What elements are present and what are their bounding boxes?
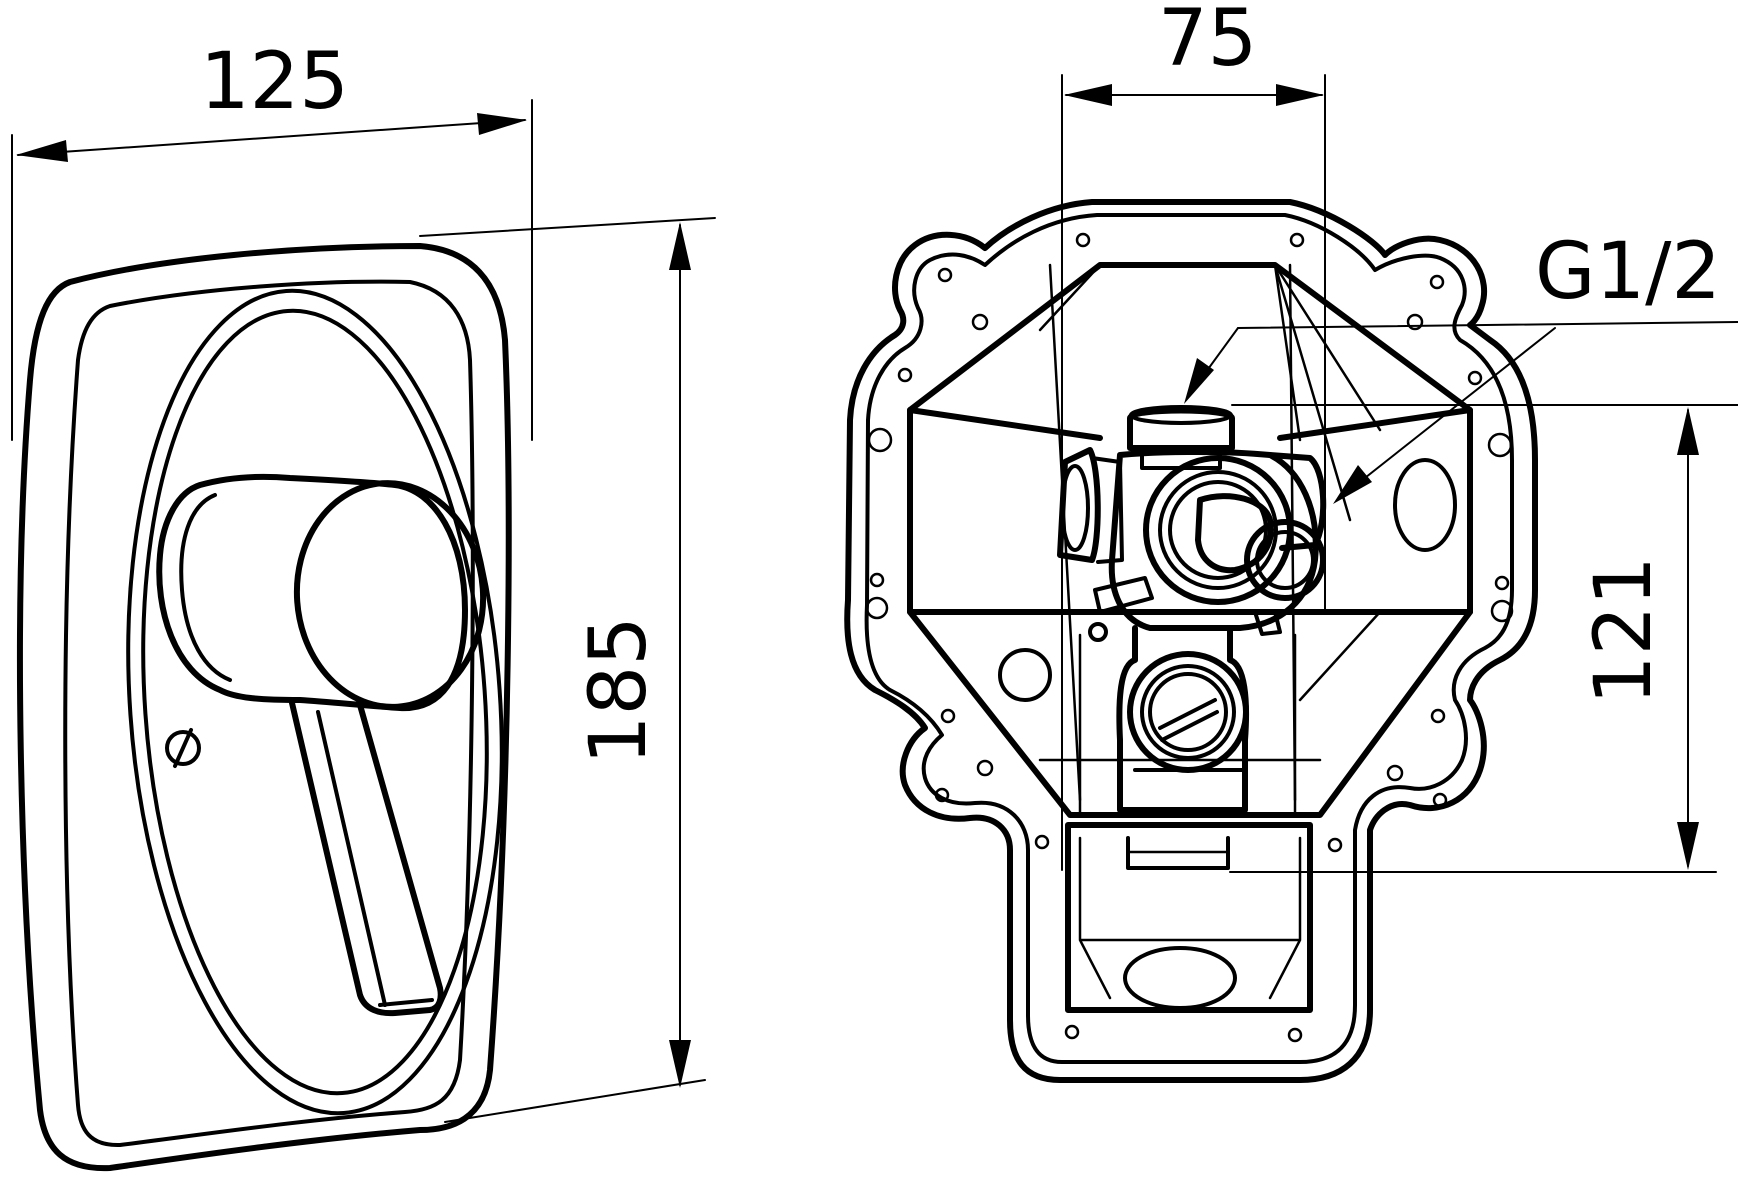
lever-body-end bbox=[293, 480, 487, 710]
rosette-outer bbox=[126, 288, 504, 1116]
bottom-outlet bbox=[1123, 946, 1237, 1010]
knockout-right bbox=[1393, 458, 1457, 552]
dim-125-arrow-right bbox=[477, 113, 527, 135]
dim-125-label: 125 bbox=[200, 37, 349, 127]
cover-plate-bevel bbox=[63, 279, 475, 1148]
dim-125-line bbox=[17, 119, 526, 156]
dim-75-arrow-right bbox=[1276, 84, 1324, 106]
box-top-face bbox=[907, 407, 1103, 441]
frame-diag-1 bbox=[1273, 263, 1382, 432]
lever-handle bbox=[289, 700, 444, 1017]
frame-diag-2 bbox=[1273, 263, 1352, 522]
screw-icon bbox=[165, 730, 201, 766]
knockout-left bbox=[998, 648, 1052, 702]
cover-plate-view: 125 185 bbox=[11, 37, 716, 1172]
lever-handle-tip bbox=[378, 998, 434, 1007]
mounting-flange-inner bbox=[864, 213, 1514, 1064]
bottom-box bbox=[1065, 822, 1313, 1013]
thread-leader-1 bbox=[1237, 321, 1738, 329]
thread-label: G1/2 bbox=[1535, 227, 1721, 317]
thread-arrow-side bbox=[1333, 465, 1372, 504]
mounting-holes bbox=[865, 232, 1514, 1043]
thread-arrow-top bbox=[1184, 358, 1214, 404]
frame-diag-5 bbox=[1038, 263, 1102, 332]
lever-body bbox=[156, 473, 468, 712]
valve-body bbox=[1057, 405, 1327, 813]
lever-handle-edge bbox=[316, 710, 387, 1007]
cover-plate-outline bbox=[16, 243, 512, 1172]
dim-185-arrow-top bbox=[669, 222, 691, 270]
dim-121-arrow-bottom bbox=[1677, 822, 1699, 870]
dim-125-arrow-left bbox=[16, 140, 68, 162]
lever-body-rim bbox=[179, 493, 232, 682]
rosette-inner bbox=[141, 308, 489, 1096]
frame-diag-4 bbox=[1298, 610, 1382, 702]
dim-185-label: 185 bbox=[574, 616, 664, 765]
box-frame bbox=[907, 262, 1473, 818]
thread-leader-2 bbox=[1336, 327, 1556, 501]
frame-diag-3 bbox=[1273, 263, 1302, 442]
dim-185-ext-bottom bbox=[444, 1079, 706, 1123]
screw-slot bbox=[173, 728, 193, 768]
dim-121-label: 121 bbox=[1579, 556, 1669, 705]
dim-75-arrow-left bbox=[1064, 84, 1112, 106]
concealed-body-view: 75 121 G1/2 bbox=[844, 0, 1738, 1083]
bottom-box-inner bbox=[1078, 836, 1302, 1000]
dim-185-arrow-bottom bbox=[669, 1040, 691, 1088]
dim-75-label: 75 bbox=[1158, 0, 1257, 84]
dim-121-arrow-top bbox=[1677, 407, 1699, 455]
dim-185-ext-top bbox=[419, 217, 716, 237]
